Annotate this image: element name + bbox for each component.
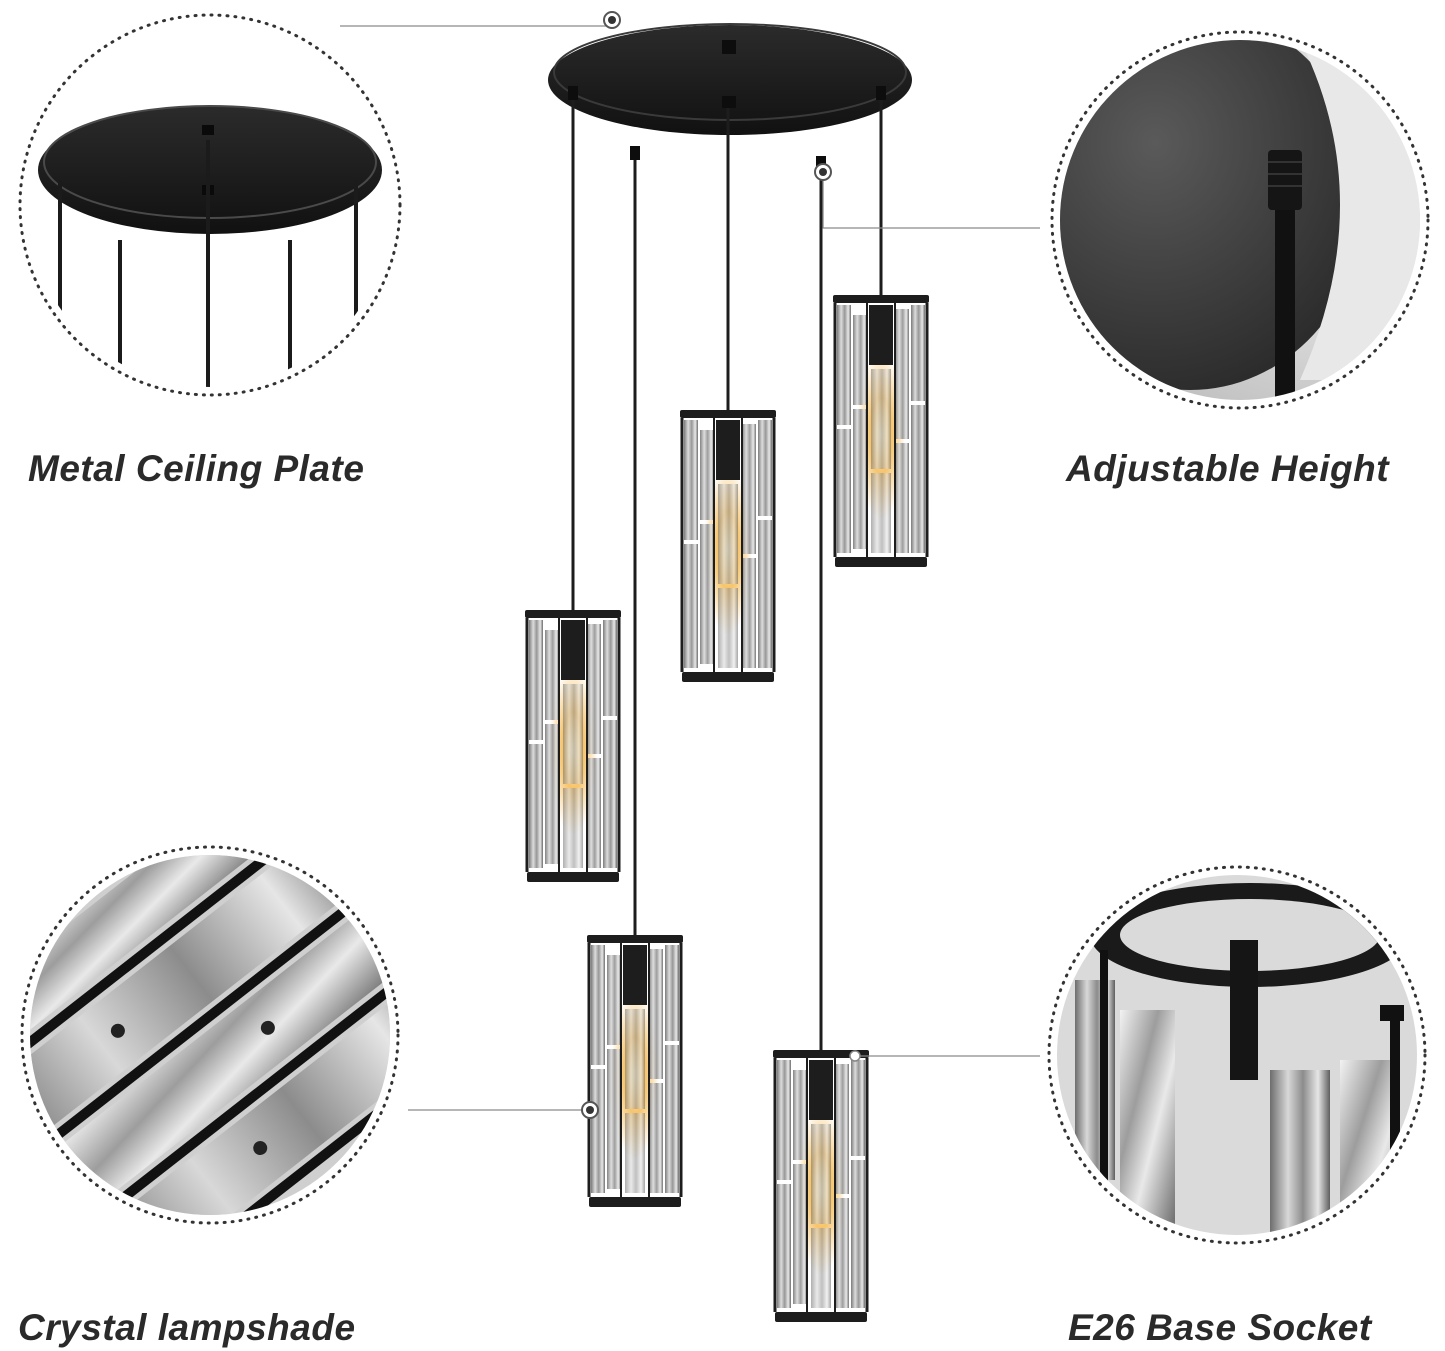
crystal-lampshade-caption: Crystal lampshade [18, 1307, 356, 1348]
pendant-light-3 [678, 408, 778, 684]
callout-dots [581, 11, 861, 1119]
pendant-light-4 [831, 293, 931, 569]
adjustable-height-caption: Adjustable Height [1066, 448, 1390, 489]
ceiling-plate-caption: Metal Ceiling Plate [28, 448, 365, 489]
base-socket-caption: E26 Base Socket [1068, 1307, 1372, 1348]
socket-closeup [1047, 865, 1427, 1245]
ceiling-canopy [548, 25, 912, 135]
cord-grip-closeup [1050, 30, 1430, 410]
pendant-light-1 [523, 608, 623, 884]
crystal-closeup [20, 845, 400, 1225]
pendant-light-5 [771, 1048, 871, 1324]
ceiling-plate-closeup [18, 13, 402, 397]
chandelier [523, 23, 931, 1324]
pendant-light-2 [585, 933, 685, 1209]
